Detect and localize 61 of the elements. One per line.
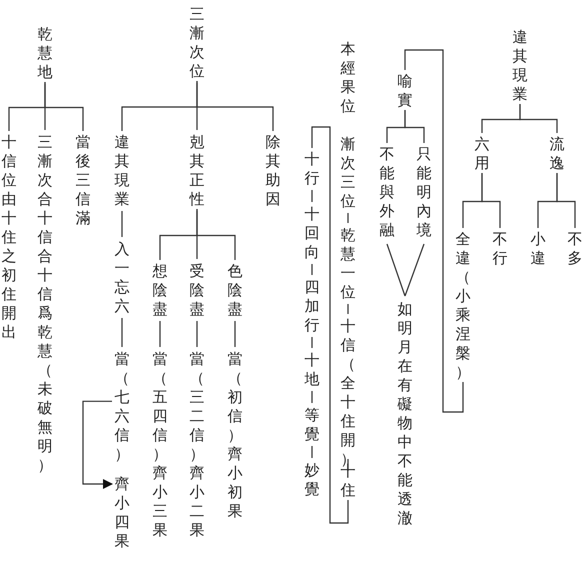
node-label: 受陰盡 (189, 262, 205, 319)
connector-line (462, 173, 483, 228)
connector-line (386, 110, 406, 143)
node-label: 乾慧地 (37, 25, 53, 82)
connector-line (121, 211, 123, 237)
node-label: 只能明內境 (416, 145, 432, 240)
connector-line (481, 104, 521, 133)
node-label: 齊小四果 (114, 475, 130, 551)
node-label: 流逸 (549, 135, 565, 173)
connector-line (347, 304, 349, 314)
bracket-connector (311, 126, 349, 524)
node-label: 入一忘六 (114, 240, 130, 316)
connector-line (311, 446, 313, 458)
node-label: 不行 (492, 230, 508, 268)
arrow (82, 400, 113, 489)
node-label: 如明月在有礙物中不能透澈 (397, 300, 413, 528)
node-label: 喻實 (397, 72, 413, 110)
node-label: 違其現業 (114, 133, 130, 209)
node-label: 等覺 (304, 406, 320, 444)
node-label: 三漸次位 (189, 5, 205, 81)
node-label: 十行 (304, 150, 320, 188)
connector-line (537, 173, 558, 228)
node-label: 六用 (474, 135, 490, 173)
node-label: 四加行 (304, 278, 320, 335)
node-label: 全違（小乘涅槃） (455, 230, 471, 382)
connector-line (311, 391, 313, 403)
node-label: 違其現業 (512, 28, 528, 104)
node-label: 十回向 (304, 205, 320, 262)
node-label: 漸次三位 (340, 135, 356, 211)
node-label: 不多 (567, 230, 583, 268)
connector-line (8, 82, 46, 131)
connector-line (196, 321, 198, 347)
connector-line (159, 209, 198, 260)
node-label: 妙覺 (304, 461, 320, 499)
node-label: 色陰盡 (227, 262, 243, 319)
node-label: 想陰盡 (152, 262, 168, 319)
node-label: 當（五四信）齊小三果 (152, 350, 168, 540)
node-label: 剋其正性 (189, 133, 205, 209)
node-label: 十信位由十住之初住開出 (1, 133, 17, 342)
node-label: 當（初信）齊小初果 (227, 350, 243, 521)
connector-line (311, 264, 313, 275)
connector-line (311, 190, 313, 202)
connector-line (121, 318, 123, 347)
connector-line (311, 337, 313, 348)
connector-line (386, 244, 406, 296)
connector-line (234, 321, 236, 347)
connector-line (404, 244, 425, 296)
node-label: 三漸次合十信合十信爲乾慧（未破無明） (37, 133, 53, 475)
node-label: 十地 (304, 351, 320, 389)
node-label: 當（三二信）齊小二果 (189, 350, 205, 540)
node-label: 乾慧一位 (340, 226, 356, 302)
node-label: 除其助因 (265, 133, 281, 209)
node-label: 不能與外融 (379, 145, 395, 240)
bracket-connector (404, 49, 464, 413)
node-label: 小違 (530, 230, 546, 268)
connector-line (121, 81, 198, 131)
connector-line (159, 321, 161, 347)
heading-text: 本經果位 (340, 40, 356, 116)
node-label: 當（七六信） (114, 350, 130, 464)
node-label: 當後三信滿 (75, 133, 91, 228)
connector-line (347, 213, 349, 223)
